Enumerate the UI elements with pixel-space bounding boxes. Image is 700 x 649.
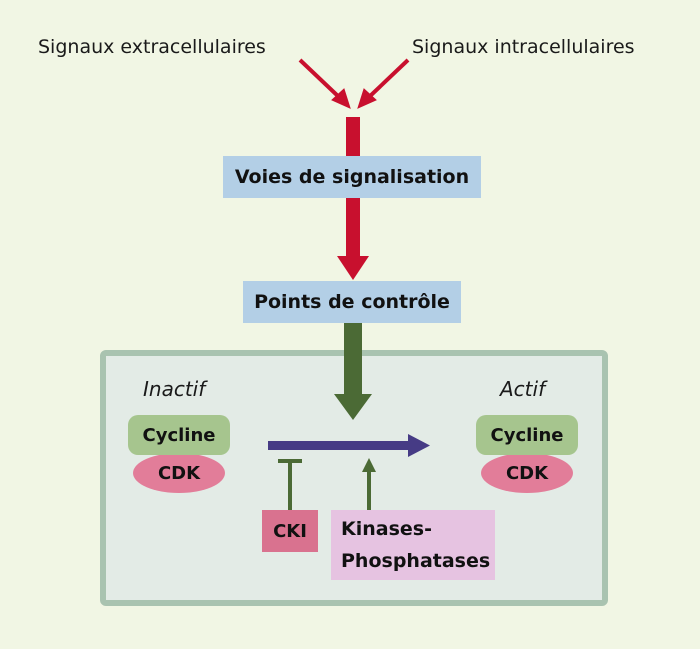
kinases-phosphatases-box: Kinases- Phosphatases xyxy=(331,510,495,580)
intracellular-signals-label: Signaux intracellulaires xyxy=(412,36,635,58)
cki-box: CKI xyxy=(262,510,318,552)
cycline-active: Cycline xyxy=(476,415,578,455)
checkpoint-arrow-shaft xyxy=(344,323,362,395)
signal-to-checkpoint-head xyxy=(337,256,369,280)
cycline-inactive: Cycline xyxy=(128,415,230,455)
activation-arrow-shaft xyxy=(268,441,412,450)
checkpoints-box: Points de contrôle xyxy=(243,281,461,323)
extracellular-arrow xyxy=(298,58,351,109)
cdk-active: CDK xyxy=(481,453,573,493)
checkpoint-arrow-head xyxy=(334,394,372,420)
active-state-label: Actif xyxy=(500,377,546,401)
cdk-inactive: CDK xyxy=(133,453,225,493)
intracellular-arrow xyxy=(357,58,410,109)
signaling-pathways-box: Voies de signalisation xyxy=(223,156,481,198)
inactive-state-label: Inactif xyxy=(143,377,206,401)
extracellular-signals-label: Signaux extracellulaires xyxy=(38,36,266,58)
phosphatases-label: Phosphatases xyxy=(341,550,491,572)
kinases-label: Kinases- xyxy=(341,518,432,540)
signal-trunk xyxy=(346,117,360,156)
activation-arrow-head xyxy=(408,434,430,457)
signal-to-checkpoint-shaft xyxy=(346,198,360,258)
kinases-activation-head xyxy=(362,458,376,472)
